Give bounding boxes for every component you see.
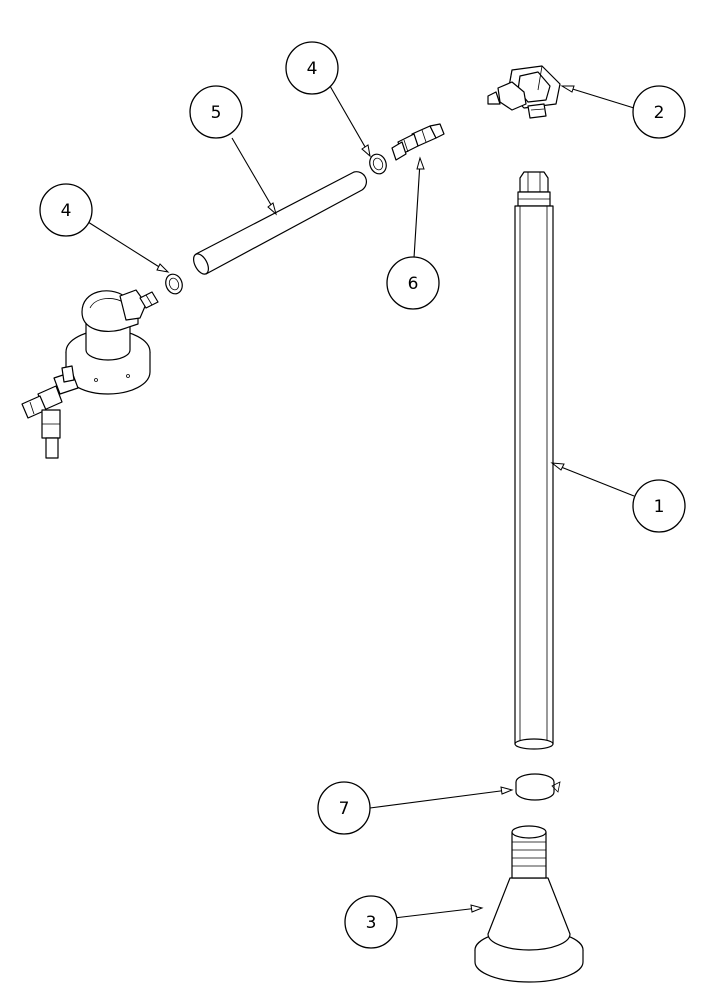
leader-1-arrow [550, 462, 565, 471]
callout-5-label: 5 [211, 103, 222, 123]
part-3-base [474, 825, 584, 983]
callout-7-label: 7 [339, 799, 350, 819]
part-7-clamp [515, 773, 561, 801]
leader-5-arrow [267, 202, 277, 216]
leader-7 [369, 789, 509, 809]
leader-1 [555, 464, 635, 497]
callout-2: 2 [632, 85, 686, 139]
leader-3 [393, 907, 479, 919]
callout-4-lower: 4 [39, 183, 93, 237]
part-4-clamp-lower [165, 273, 183, 295]
leader-7-arrow [500, 786, 514, 795]
leader-2-arrow [560, 85, 575, 93]
leader-4a [329, 85, 369, 153]
regulator-assembly [21, 289, 159, 459]
leader-4b-arrow [156, 263, 170, 273]
callout-1: 1 [632, 479, 686, 533]
callout-2-label: 2 [654, 103, 665, 123]
leader-5 [231, 137, 275, 211]
part-5-hose [193, 171, 368, 275]
callout-1-label: 1 [654, 497, 665, 517]
callout-4-upper: 4 [285, 41, 339, 95]
part-4-clamp-upper [369, 153, 387, 175]
callout-4-upper-label: 4 [307, 59, 318, 79]
callout-3-label: 3 [366, 913, 377, 933]
leader-lines [87, 85, 635, 919]
callout-6-label: 6 [408, 274, 419, 294]
callout-4-lower-label: 4 [61, 201, 72, 221]
leader-6 [413, 161, 421, 259]
leader-3-arrow [470, 904, 484, 913]
callout-7: 7 [317, 781, 371, 835]
leader-4b [87, 221, 165, 271]
part-2-elbow-fitting [487, 65, 561, 119]
part-6-hose-barb [391, 123, 445, 161]
callout-3: 3 [344, 895, 398, 949]
leader-2 [565, 86, 635, 109]
callout-5: 5 [189, 85, 243, 139]
part-1-tube [514, 171, 554, 750]
leader-4a-arrow [361, 144, 371, 158]
leader-6-arrow [416, 156, 425, 170]
callout-6: 6 [386, 256, 440, 310]
